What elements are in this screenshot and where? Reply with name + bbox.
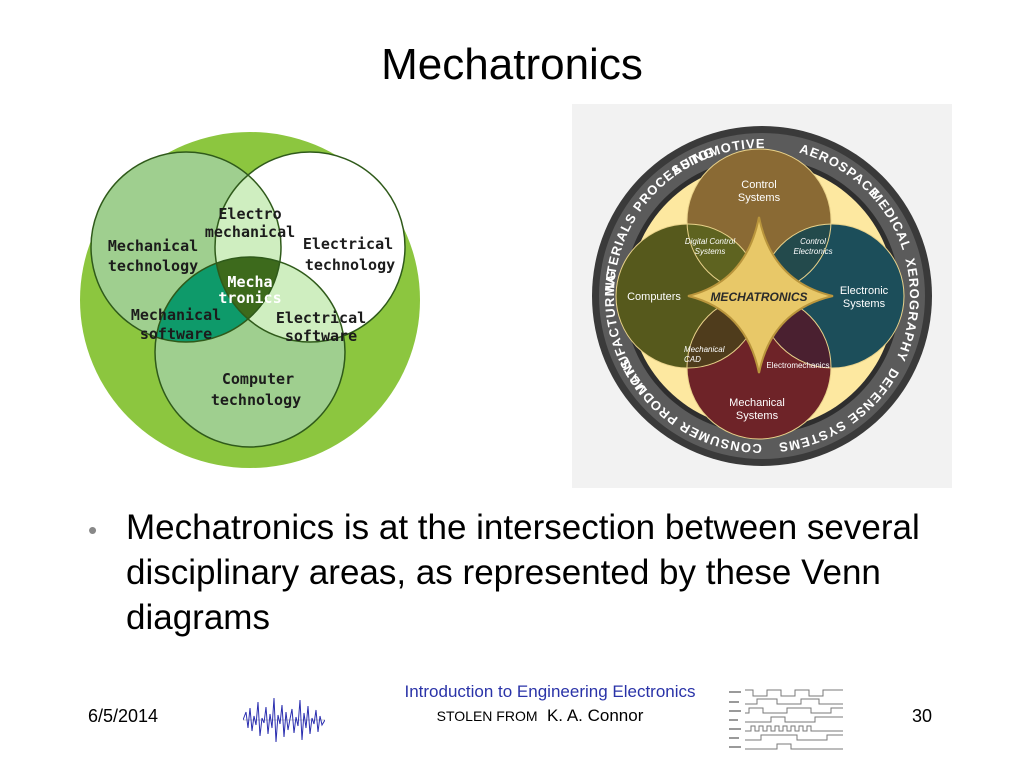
slide-title: Mechatronics bbox=[381, 40, 643, 89]
label-digital-control-2: Systems bbox=[695, 247, 726, 256]
footer-date: 6/5/2014 bbox=[88, 706, 159, 726]
footer-stolen-label: STOLEN FROM bbox=[436, 708, 538, 724]
label-digital-control: Digital Control bbox=[685, 237, 735, 246]
label-mechatronics-center: MECHATRONICS bbox=[710, 290, 807, 304]
label-electrical-technology-2: technology bbox=[305, 256, 395, 274]
label-mechanical-cad-2: CAD bbox=[684, 355, 701, 364]
label-mechanical-technology: Mechanical bbox=[108, 237, 198, 255]
label-control-systems: Control bbox=[741, 179, 776, 191]
label-control-systems-2: Systems bbox=[738, 192, 781, 204]
label-electrical-software: Electrical bbox=[276, 309, 366, 327]
label-mechanical-software-2: software bbox=[140, 325, 212, 343]
label-computer-technology: Computer bbox=[222, 370, 294, 388]
timing-diagram-icon bbox=[729, 689, 843, 750]
label-mechanical-technology-2: technology bbox=[108, 257, 198, 275]
label-mechatronics-2: tronics bbox=[218, 289, 281, 307]
label-mechanical-systems: Mechanical bbox=[729, 397, 785, 409]
venn-diagram-left: Mechanical technology Electro mechanical… bbox=[80, 132, 420, 468]
noise-waveform-icon bbox=[243, 697, 325, 743]
bullet-marker: • bbox=[88, 515, 98, 545]
venn-diagram-right: AUTOMOTIVE AEROSPACE MEDICAL XEROGRAPHY … bbox=[572, 104, 952, 488]
footer-author: K. A. Connor bbox=[546, 706, 644, 725]
label-control-electronics-2: Electronics bbox=[793, 247, 832, 256]
label-computers: Computers bbox=[627, 291, 681, 303]
label-electrical-technology: Electrical bbox=[303, 235, 393, 253]
label-electromechanical: Electro bbox=[218, 205, 281, 223]
label-electromechanics: Electromechanics bbox=[766, 361, 829, 370]
label-electrical-software-2: software bbox=[285, 327, 357, 345]
label-mechanical-cad: Mechanical bbox=[684, 345, 725, 354]
label-control-electronics: Control bbox=[800, 237, 826, 246]
mechatronics-center bbox=[687, 216, 834, 374]
label-electromechanical-2: mechanical bbox=[205, 223, 295, 241]
label-electronic-systems: Electronic bbox=[840, 285, 889, 297]
label-mechatronics: Mecha bbox=[227, 273, 272, 291]
bullet-text: Mechatronics is at the intersection betw… bbox=[126, 508, 920, 637]
label-electronic-systems-2: Systems bbox=[843, 298, 886, 310]
footer-credit: STOLEN FROM K. A. Connor bbox=[300, 706, 780, 726]
footer-course-title: Introduction to Engineering Electronics bbox=[404, 682, 696, 701]
footer-page-number: 30 bbox=[912, 706, 933, 726]
label-computer-technology-2: technology bbox=[211, 391, 301, 409]
label-mechanical-systems-2: Systems bbox=[736, 410, 779, 422]
label-mechanical-software: Mechanical bbox=[131, 306, 221, 324]
